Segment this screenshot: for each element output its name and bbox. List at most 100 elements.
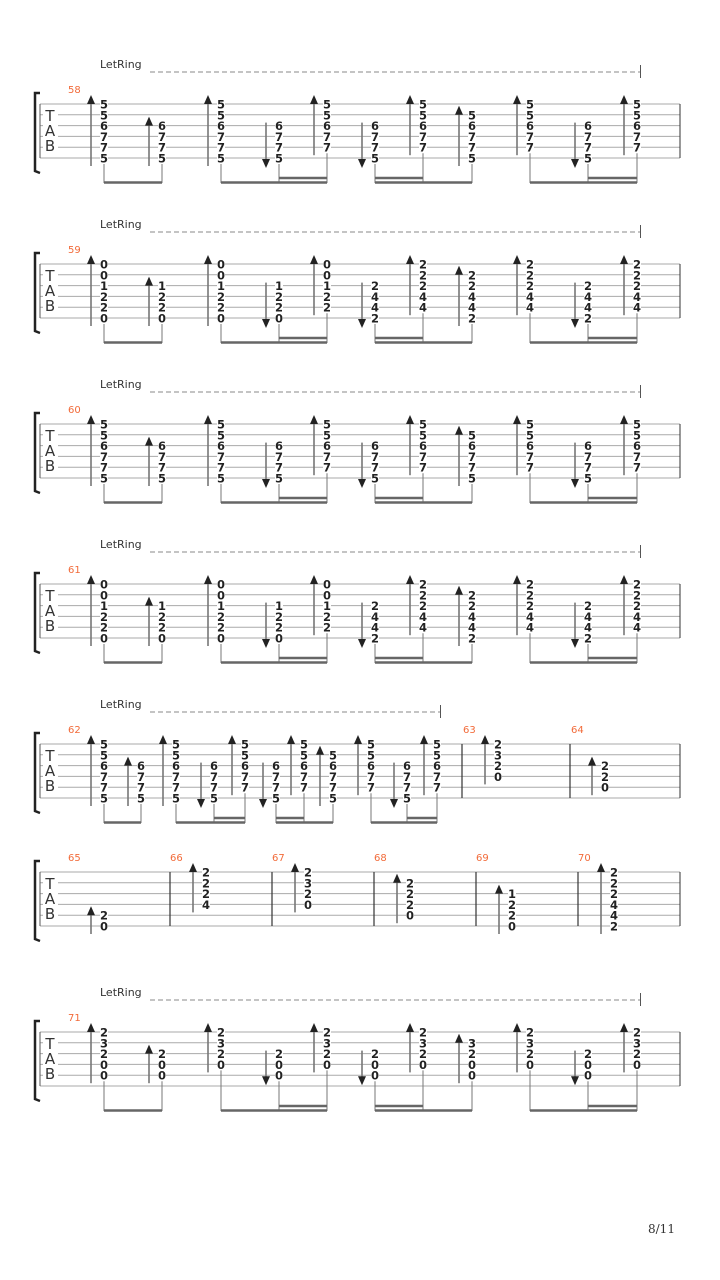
fret-number: 5 xyxy=(217,98,225,112)
arrow-up-icon xyxy=(455,105,463,115)
fret-number: 5 xyxy=(100,792,108,806)
fret-number: 2 xyxy=(371,1047,379,1061)
fret-bg xyxy=(304,867,312,877)
fret-bg xyxy=(468,429,476,440)
tab-clef-letter: B xyxy=(45,617,55,635)
fret-number: 2 xyxy=(323,1047,331,1061)
tab-label-bg xyxy=(43,282,58,297)
fret-number: 4 xyxy=(526,290,534,304)
fret-bg xyxy=(100,589,108,600)
fret-bg xyxy=(217,611,225,622)
fret-number: 0 xyxy=(323,258,331,272)
fret-bg xyxy=(100,579,108,589)
fret-bg xyxy=(323,269,331,280)
fret-bg xyxy=(419,1048,427,1059)
fret-number: 6 xyxy=(468,119,476,133)
arrow-up-icon xyxy=(455,585,463,595)
fret-number: 1 xyxy=(158,279,166,293)
fret-number: 7 xyxy=(275,461,283,475)
fret-bg xyxy=(275,600,283,611)
arrow-up-icon xyxy=(287,735,295,744)
fret-number: 2 xyxy=(633,258,641,272)
fret-bg xyxy=(419,589,427,600)
fret-bg xyxy=(371,1048,379,1059)
fret-number: 6 xyxy=(323,119,331,133)
fret-number: 5 xyxy=(100,428,108,442)
fret-number: 6 xyxy=(210,759,218,773)
fret-bg xyxy=(158,1048,166,1059)
fret-number: 2 xyxy=(633,1026,641,1040)
fret-bg xyxy=(371,600,379,611)
fret-bg xyxy=(406,888,414,899)
fret-bg xyxy=(633,1027,641,1037)
fret-bg xyxy=(275,313,283,323)
fret-bg xyxy=(633,99,641,109)
fret-number: 5 xyxy=(100,108,108,122)
fret-number: 2 xyxy=(419,578,427,592)
fret-bg xyxy=(210,793,218,803)
fret-number: 5 xyxy=(584,472,592,486)
tab-clef-letter: A xyxy=(45,890,56,908)
fret-number: 0 xyxy=(508,920,516,934)
tab-clef-letter: B xyxy=(45,297,55,315)
arrow-down-icon xyxy=(262,1076,270,1086)
fret-bg xyxy=(100,760,108,771)
arrow-up-icon xyxy=(310,575,318,584)
fret-number: 2 xyxy=(158,621,166,635)
arrow-up-icon xyxy=(513,575,521,584)
fret-bg xyxy=(158,153,166,163)
fret-bg xyxy=(371,142,379,153)
fret-number: 5 xyxy=(100,152,108,166)
fret-number: 7 xyxy=(158,461,166,475)
fret-number: 5 xyxy=(526,418,534,432)
fret-bg xyxy=(468,473,476,483)
fret-number: 3 xyxy=(494,748,502,762)
fret-number: 5 xyxy=(371,152,379,166)
fret-bg xyxy=(100,429,108,440)
fret-number: 6 xyxy=(526,439,534,453)
fret-bg xyxy=(323,600,331,611)
fret-bg xyxy=(419,280,427,291)
fret-number: 4 xyxy=(371,290,379,304)
fret-number: 6 xyxy=(158,119,166,133)
fret-bg xyxy=(508,888,516,899)
arrow-down-icon xyxy=(571,1076,579,1086)
tab-label-bg xyxy=(43,905,58,920)
fret-bg xyxy=(633,589,641,600)
fret-number: 7 xyxy=(371,130,379,144)
fret-number: 4 xyxy=(202,898,210,912)
fret-bg xyxy=(419,259,427,269)
fret-number: 6 xyxy=(241,759,249,773)
fret-bg xyxy=(300,771,308,782)
fret-bg xyxy=(468,633,476,643)
tab-label-bg xyxy=(43,1065,58,1080)
fret-bg xyxy=(275,302,283,313)
fret-bg xyxy=(526,302,534,313)
fret-bg xyxy=(158,451,166,462)
measure-number: 61 xyxy=(68,565,81,576)
fret-number: 5 xyxy=(419,428,427,442)
fret-bg xyxy=(419,109,427,120)
fret-bg xyxy=(100,153,108,163)
system-bracket xyxy=(33,731,41,815)
fret-number: 7 xyxy=(272,781,280,795)
fret-bg xyxy=(433,771,441,782)
fret-number: 5 xyxy=(371,472,379,486)
fret-number: 7 xyxy=(300,770,308,784)
fret-bg xyxy=(433,782,441,793)
fret-bg xyxy=(100,291,108,302)
measure-number: 60 xyxy=(68,405,81,416)
fret-number: 7 xyxy=(419,130,427,144)
fret-bg xyxy=(526,589,534,600)
fret-bg xyxy=(633,419,641,429)
fret-number: 2 xyxy=(217,290,225,304)
fret-bg xyxy=(137,771,145,782)
fret-number: 6 xyxy=(100,119,108,133)
arrow-up-icon xyxy=(455,425,463,435)
fret-number: 0 xyxy=(100,578,108,592)
fret-bg xyxy=(584,600,592,611)
fret-bg xyxy=(633,600,641,611)
arrow-down-icon xyxy=(358,479,366,488)
fret-number: 2 xyxy=(275,290,283,304)
fret-number: 7 xyxy=(367,781,375,795)
